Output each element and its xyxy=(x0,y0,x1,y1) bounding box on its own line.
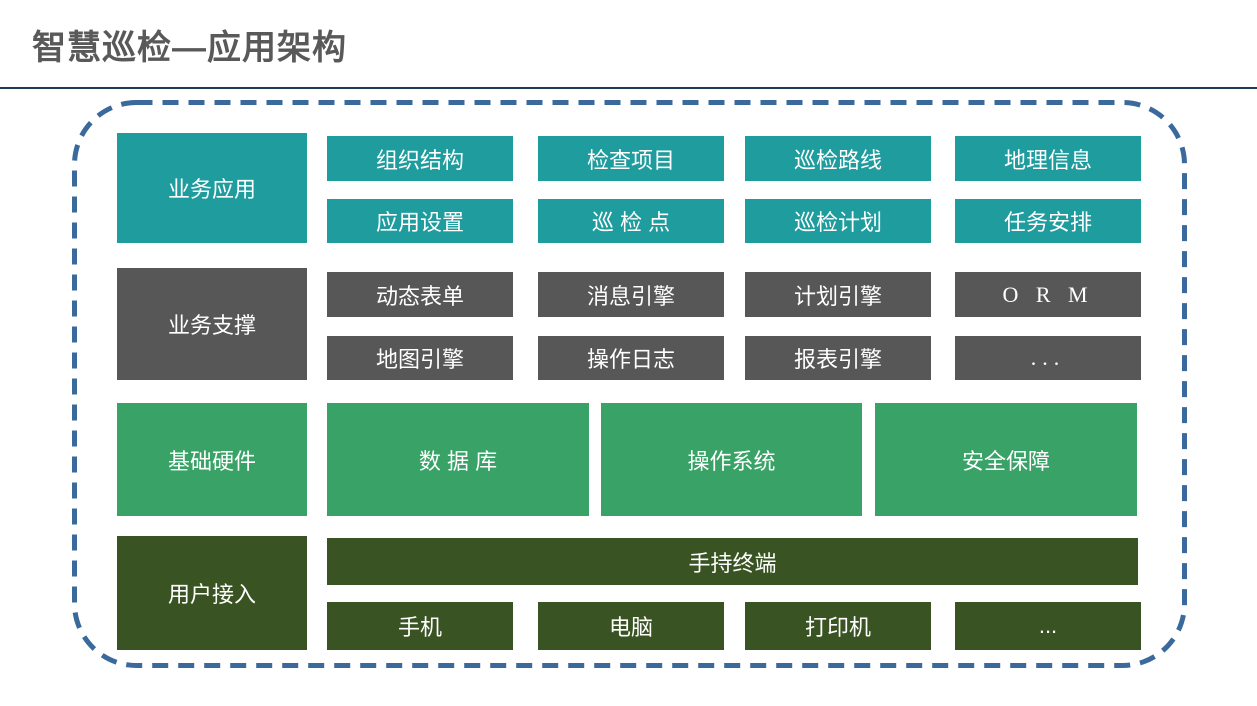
cell-map-engine: 地图引擎 xyxy=(327,336,513,380)
cell-more-support: ... xyxy=(955,336,1141,380)
cell-orm: O R M xyxy=(955,272,1141,317)
cell-geographic-info: 地理信息 xyxy=(955,136,1141,181)
cell-mobile-phone: 手机 xyxy=(327,602,513,650)
cell-message-engine: 消息引擎 xyxy=(538,272,724,317)
cell-more-devices: ... xyxy=(955,602,1141,650)
cell-app-settings: 应用设置 xyxy=(327,199,513,243)
page-title: 智慧巡检—应用架构 xyxy=(32,29,347,67)
cell-inspection-plan: 巡检计划 xyxy=(745,199,931,243)
cell-inspection-point: 巡 检 点 xyxy=(538,199,724,243)
cell-computer: 电脑 xyxy=(538,602,724,650)
cell-inspection-items: 检查项目 xyxy=(538,136,724,181)
cell-organization-structure: 组织结构 xyxy=(327,136,513,181)
layer-label-business-support: 业务支撑 xyxy=(117,268,307,380)
cell-inspection-route: 巡检路线 xyxy=(745,136,931,181)
cell-plan-engine: 计划引擎 xyxy=(745,272,931,317)
cell-security-assurance: 安全保障 xyxy=(875,403,1137,516)
layer-label-user-access: 用户接入 xyxy=(117,536,307,650)
cell-handheld-terminal: 手持终端 xyxy=(327,538,1138,585)
cell-printer: 打印机 xyxy=(745,602,931,650)
layer-label-basic-hardware: 基础硬件 xyxy=(117,403,307,516)
cell-database: 数 据 库 xyxy=(327,403,589,516)
cell-task-schedule: 任务安排 xyxy=(955,199,1141,243)
cell-operating-system: 操作系统 xyxy=(601,403,862,516)
title-underline xyxy=(0,87,1257,89)
cell-report-engine: 报表引擎 xyxy=(745,336,931,380)
cell-operation-log: 操作日志 xyxy=(538,336,724,380)
cell-dynamic-form: 动态表单 xyxy=(327,272,513,317)
architecture-diagram: 业务应用 组织结构 检查项目 巡检路线 地理信息 应用设置 巡 检 点 巡检计划… xyxy=(72,100,1187,668)
layer-label-business-application: 业务应用 xyxy=(117,133,307,243)
